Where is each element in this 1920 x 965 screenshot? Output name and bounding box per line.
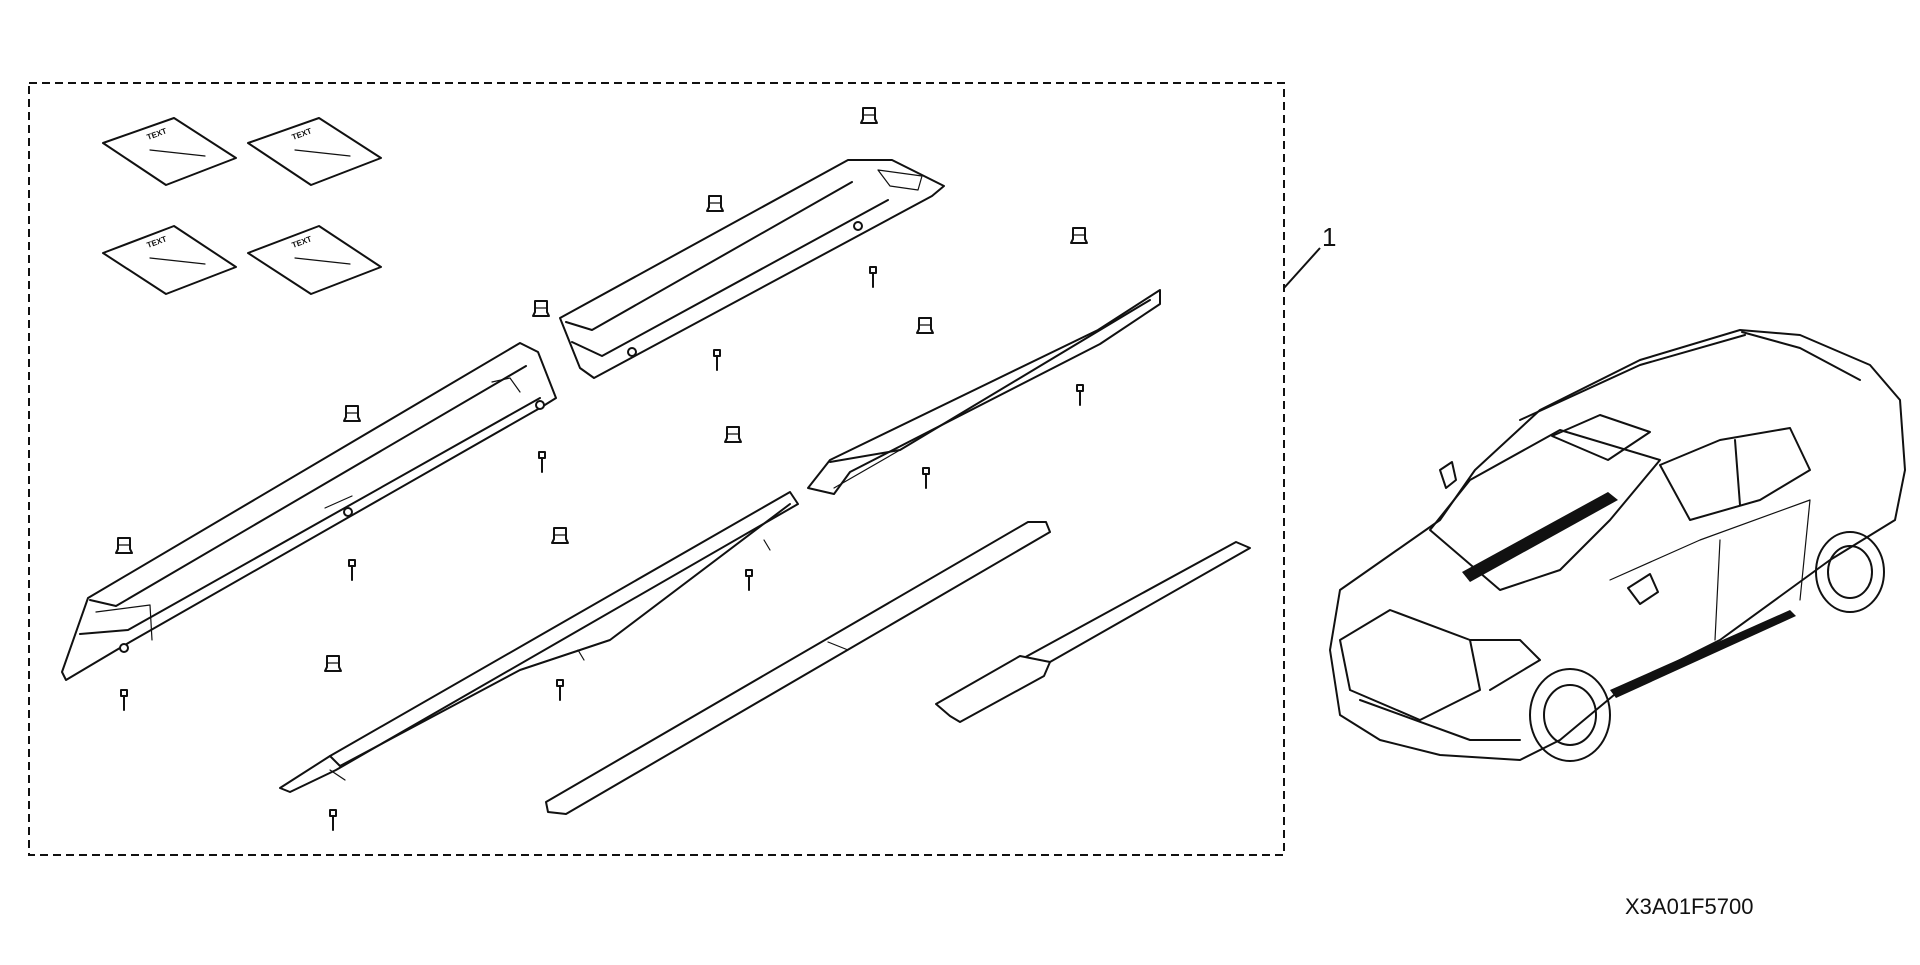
suv-vehicle-icon [1329,329,1906,762]
clip-icon [1070,227,1088,244]
part-code: X3A01F5700 [1625,894,1753,919]
garnish-sill-lower [279,491,799,793]
screw-icon [922,467,930,489]
screw-icon [713,349,721,371]
label-sheets: TEXT TEXT TEXT TEXT [102,117,382,295]
clip-icon [860,107,878,124]
callout-leader-line [1283,247,1321,289]
screw-icon [869,266,877,288]
strip-right [935,541,1251,723]
clip-icon [343,405,361,422]
screw-icon [745,569,753,591]
label-sheet-icon: TEXT [102,117,237,186]
callout-number: 1 [1322,222,1336,252]
screw-icon [1076,384,1084,406]
clips [115,107,1088,672]
screws [120,266,1084,831]
clip-icon [324,655,342,672]
garnish-sill-upper [807,289,1161,495]
clip-icon [551,527,569,544]
kit-border [28,82,1285,856]
label-sheet-icon: TEXT [247,117,382,186]
screw-icon [120,689,128,711]
clip-icon [532,300,550,317]
screw-icon [329,809,337,831]
strip-center [545,521,1051,815]
clip-icon [724,426,742,443]
garnish-rear [559,159,945,379]
screw-icon [538,451,546,473]
label-sheet-icon: TEXT [102,225,237,295]
screw-icon [556,679,564,701]
garnish-front-long [61,342,557,681]
clip-icon [115,537,133,554]
clip-icon [706,195,724,212]
clip-icon [916,317,934,334]
screw-icon [348,559,356,581]
label-sheet-icon: TEXT [247,225,382,295]
